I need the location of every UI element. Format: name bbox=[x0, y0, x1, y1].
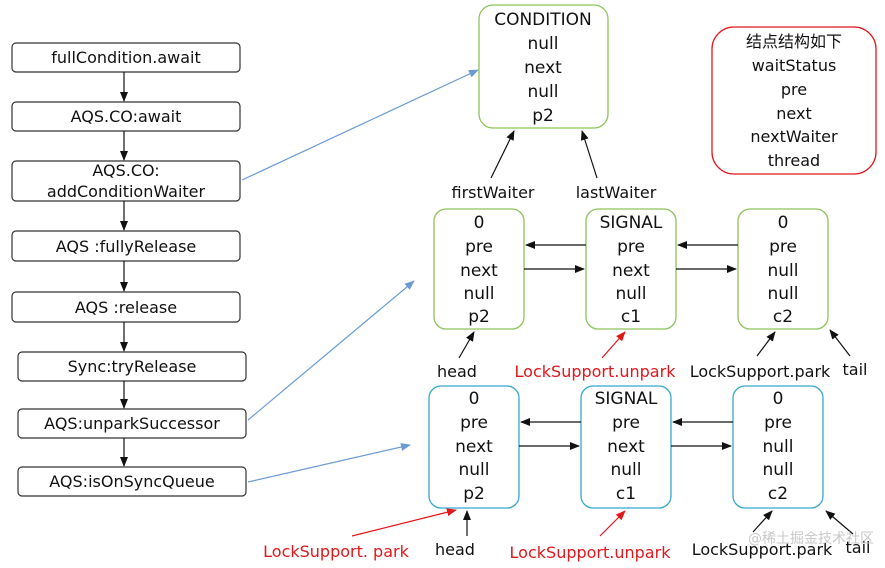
queue-bottom-park-arrow bbox=[752, 510, 773, 533]
flow-label-release: AQS :release bbox=[75, 298, 177, 317]
queue-top-unpark-label: LockSupport.unpark bbox=[515, 362, 677, 381]
flow-box-add-condition-waiter bbox=[11, 160, 241, 202]
condition-node: CONDITION null next null p2 bbox=[478, 4, 609, 129]
condition-node-thread: p2 bbox=[532, 106, 554, 126]
last-waiter-label: lastWaiter bbox=[576, 183, 657, 202]
blue-pointers bbox=[241, 69, 479, 483]
flow-box-unpark-successor bbox=[17, 408, 247, 439]
queue-top-node-head-next-waiter: null bbox=[464, 284, 495, 304]
queue-bottom-node-c2-status: 0 bbox=[773, 389, 784, 409]
pointer-to-queue-bottom bbox=[247, 443, 411, 483]
queue-bottom-node-head-status: 0 bbox=[469, 389, 480, 409]
queue-bottom-node-c2-next-waiter: null bbox=[763, 460, 794, 480]
flow-box-release bbox=[11, 291, 241, 323]
queue-bottom-node-c1-box bbox=[580, 385, 672, 509]
last-waiter-arrow bbox=[580, 130, 598, 179]
flow-label-try-release: Sync:tryRelease bbox=[68, 357, 197, 376]
queue-top-node-c1-pre: pre bbox=[617, 237, 645, 257]
queue-top-park-label: LockSupport.park bbox=[690, 362, 831, 381]
queue-bottom-node-c2-box bbox=[732, 385, 824, 509]
queue-top-park-arrow bbox=[756, 331, 776, 357]
pointer-to-condition-node bbox=[241, 69, 479, 181]
queue-top-node-c2-pre: pre bbox=[769, 237, 797, 257]
flow-label-fullcondition-await: fullCondition.await bbox=[51, 48, 201, 67]
sync-queue-top: 0 pre next null p2 SIGNAL pre next null … bbox=[433, 208, 868, 381]
flow-box-fully-release bbox=[11, 230, 241, 262]
queue-bottom-park-red-label: LockSupport. park bbox=[263, 542, 409, 561]
queue-bottom-park-red-arrow bbox=[351, 508, 457, 537]
queue-top-tail-label: tail bbox=[843, 360, 868, 379]
queue-top-node-c2-next: null bbox=[768, 261, 799, 281]
condition-node-status: CONDITION bbox=[494, 10, 592, 30]
pointer-to-queue-top bbox=[247, 280, 415, 421]
queue-bottom-head-label: head bbox=[435, 540, 475, 559]
legend-field-next: next bbox=[776, 104, 811, 123]
queue-top-node-c1-thread: c1 bbox=[621, 307, 641, 327]
queue-bottom-node-c1-pre: pre bbox=[612, 413, 640, 433]
condition-node-box bbox=[478, 4, 609, 129]
legend-field-pre: pre bbox=[781, 80, 807, 99]
queue-bottom-node-head-box bbox=[428, 385, 520, 509]
queue-bottom-node-head-pre: pre bbox=[460, 413, 488, 433]
queue-top-node-c2-thread: c2 bbox=[773, 307, 793, 327]
queue-bottom-park-label: LockSupport.park bbox=[692, 540, 833, 559]
queue-bottom-node-c1-thread: c1 bbox=[616, 484, 636, 504]
queue-top-unpark-arrow bbox=[601, 331, 626, 359]
first-waiter-arrow bbox=[490, 130, 515, 179]
queue-top-node-c1-next: next bbox=[612, 261, 650, 281]
condition-node-pre: null bbox=[528, 34, 559, 54]
queue-top-tail-arrow bbox=[829, 329, 851, 357]
queue-top-node-head-pre: pre bbox=[465, 237, 493, 257]
queue-top-node-head-thread: p2 bbox=[468, 307, 490, 327]
queue-bottom-node-c1-next-waiter: null bbox=[611, 460, 642, 480]
watermark: @稀土掘金技术社区 bbox=[748, 531, 874, 547]
legend-field-wait-status: waitStatus bbox=[752, 56, 837, 75]
node-structure-legend: 结点结构如下 waitStatus pre next nextWaiter th… bbox=[711, 26, 877, 175]
queue-top-node-c2-status: 0 bbox=[778, 213, 789, 233]
queue-bottom-node-c2-next: null bbox=[763, 437, 794, 457]
flow-chart: fullCondition.await AQS.CO:await AQS.CO:… bbox=[11, 42, 247, 497]
queue-bottom-node-c1-next: next bbox=[607, 437, 645, 457]
queue-top-node-c2-next-waiter: null bbox=[768, 284, 799, 304]
flow-box-is-on-sync-queue bbox=[17, 466, 247, 497]
legend-box bbox=[711, 26, 877, 175]
condition-node-next: next bbox=[524, 58, 562, 78]
queue-bottom-node-c2-pre: pre bbox=[764, 413, 792, 433]
condition-node-next-waiter: null bbox=[528, 82, 559, 102]
flow-box-aqs-co-await bbox=[11, 101, 241, 132]
first-waiter-label: firstWaiter bbox=[451, 183, 534, 202]
queue-top-node-head-status: 0 bbox=[474, 213, 485, 233]
queue-top-head-label: head bbox=[437, 362, 477, 381]
legend-title: 结点结构如下 bbox=[746, 32, 842, 51]
queue-bottom-unpark-label: LockSupport.unpark bbox=[510, 543, 672, 562]
queue-bottom-node-head-next-waiter: null bbox=[459, 460, 490, 480]
flow-label-fully-release: AQS :fullyRelease bbox=[56, 237, 197, 256]
queue-top-head-arrow bbox=[458, 331, 475, 359]
queue-bottom-node-head-next: next bbox=[455, 437, 493, 457]
flow-label-aqs-co: AQS.CO: bbox=[92, 161, 159, 180]
flow-box-fullcondition-await bbox=[11, 42, 241, 73]
queue-bottom-node-c1-status: SIGNAL bbox=[595, 389, 658, 409]
queue-bottom-node-c2-thread: c2 bbox=[768, 484, 788, 504]
queue-top-node-head-next: next bbox=[460, 261, 498, 281]
queue-bottom-node-head-thread: p2 bbox=[463, 484, 485, 504]
queue-top-node-c1-next-waiter: null bbox=[616, 284, 647, 304]
queue-top-node-c2-box bbox=[737, 208, 829, 330]
flow-label-unpark-successor: AQS:unparkSuccessor bbox=[44, 414, 220, 433]
sync-queue-bottom: 0 pre next null p2 SIGNAL pre next null … bbox=[263, 385, 871, 562]
flow-box-try-release bbox=[17, 351, 247, 382]
legend-field-next-waiter: nextWaiter bbox=[750, 127, 838, 146]
queue-bottom-tail-arrow bbox=[825, 510, 854, 535]
flow-label-add-condition-waiter: addConditionWaiter bbox=[47, 182, 206, 201]
flow-label-aqs-co-await: AQS.CO:await bbox=[71, 107, 182, 126]
legend-field-thread: thread bbox=[768, 151, 820, 170]
queue-bottom-unpark-arrow bbox=[599, 510, 626, 537]
flow-label-is-on-sync-queue: AQS:isOnSyncQueue bbox=[49, 472, 214, 491]
queue-bottom-tail-label: tail bbox=[846, 538, 871, 557]
queue-top-node-c1-status: SIGNAL bbox=[600, 213, 663, 233]
